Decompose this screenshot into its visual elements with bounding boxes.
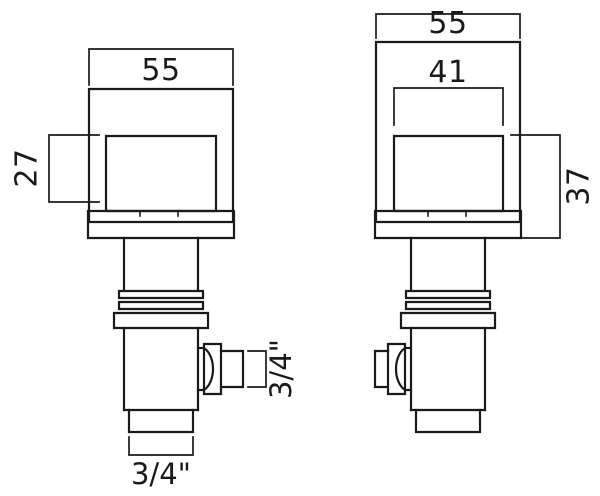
right-dim-41-label: 41	[428, 55, 467, 90]
right-dim-37-label: 37	[562, 166, 597, 205]
right-upper-barrel	[409, 236, 487, 292]
right-dim-37-line	[510, 134, 561, 239]
right-outlet-shoulder	[394, 346, 413, 392]
left-outer-box	[87, 87, 235, 224]
left-bottom-spigot	[127, 408, 195, 434]
left-dim-inlet-line	[128, 436, 194, 456]
right-bottom-spigot	[414, 408, 482, 434]
right-dim-41-line	[393, 87, 504, 126]
left-flange-plate	[86, 209, 236, 240]
left-ring-1	[117, 289, 205, 300]
right-flange-plate	[373, 209, 523, 240]
right-ring-2	[404, 300, 492, 311]
left-view-group: 55 27 3/4" 3/4"	[10, 48, 298, 491]
left-outlet-shoulder	[196, 346, 215, 392]
right-outlet-collar	[386, 342, 407, 396]
left-outlet-thread-end	[219, 349, 245, 389]
left-valve-body	[122, 326, 200, 412]
left-dim-inlet: 3/4"	[128, 436, 194, 491]
left-inner-box	[104, 134, 218, 213]
left-dim-27-line	[48, 134, 100, 203]
left-dim-outlet-line	[247, 350, 267, 388]
right-valve-body	[409, 326, 487, 412]
right-inner-box	[392, 134, 505, 213]
right-dim-55-label: 55	[428, 6, 467, 41]
left-dim-inlet-label: 3/4"	[131, 457, 191, 491]
right-dim-55-line	[375, 13, 521, 39]
left-dim-55: 55	[88, 48, 234, 88]
left-dim-55-label: 55	[141, 53, 180, 88]
left-ring-3	[112, 311, 210, 330]
left-dim-outlet-label: 3/4"	[264, 339, 298, 399]
left-dim-outlet: 3/4"	[247, 339, 298, 399]
right-ring-1	[404, 289, 492, 300]
right-outlet-thread-end	[373, 349, 390, 389]
left-outlet-collar	[202, 342, 223, 396]
right-dim-55: 55	[375, 6, 521, 41]
right-dim-37: 37	[510, 134, 597, 239]
left-dim-55-line	[88, 48, 234, 86]
left-ring-2	[117, 300, 205, 311]
right-view-group: 55 41 37	[373, 6, 597, 434]
left-dim-27: 27	[10, 134, 100, 203]
left-upper-barrel	[122, 236, 200, 292]
right-ring-3	[399, 311, 497, 330]
right-dim-41: 41	[393, 55, 504, 126]
left-dim-27-label: 27	[10, 148, 45, 187]
